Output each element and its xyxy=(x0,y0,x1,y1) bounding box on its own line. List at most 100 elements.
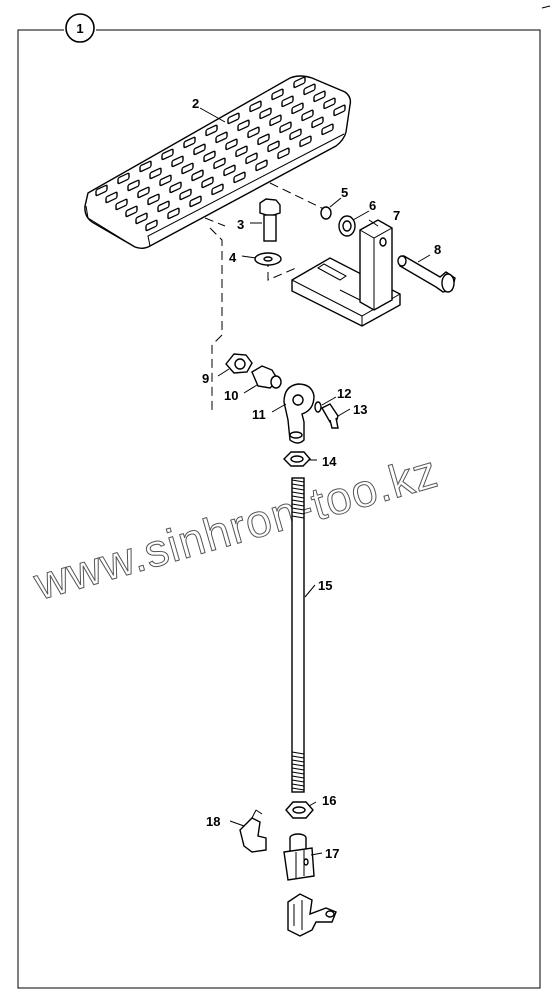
pedal-tread-block xyxy=(291,102,304,115)
pedal-tread-block xyxy=(259,107,272,120)
thread-line xyxy=(291,787,305,791)
pedal-tread-block xyxy=(181,162,194,175)
pedal-tread-block xyxy=(213,157,226,170)
diagram-frame xyxy=(17,29,541,989)
label-part-8: 8 xyxy=(434,242,441,257)
rod-thread-top xyxy=(291,479,305,519)
pivot-pin xyxy=(397,254,456,293)
pedal-tread-block xyxy=(293,76,306,89)
pedal-tread-block xyxy=(227,112,240,125)
pedal-tread-block xyxy=(127,179,140,192)
pedal-tread-block xyxy=(105,191,118,204)
mounting-bracket xyxy=(291,219,401,327)
pedal-tread-block xyxy=(301,109,314,122)
thread-line xyxy=(291,479,305,483)
label-part-17: 17 xyxy=(325,846,339,861)
label-part-4: 4 xyxy=(229,250,237,265)
leader-lines xyxy=(199,107,431,856)
pedal-tread-block xyxy=(193,143,206,156)
rod-thread-bottom xyxy=(291,751,305,791)
thread-line xyxy=(291,503,305,507)
label-part-16: 16 xyxy=(322,793,336,808)
pedal-tread-block xyxy=(205,124,218,137)
pedal-tread-block xyxy=(235,145,248,158)
label-part-6: 6 xyxy=(369,198,376,213)
pedal-tread-block xyxy=(183,136,196,149)
label-part-12: 12 xyxy=(337,386,351,401)
pedal-tread-block xyxy=(203,150,216,163)
thread-line xyxy=(291,507,305,511)
pedal-tread-block xyxy=(303,83,316,96)
thread-line xyxy=(291,779,305,783)
thread-line xyxy=(291,763,305,767)
label-part-15: 15 xyxy=(318,578,332,593)
retaining-clip xyxy=(239,809,267,853)
pedal-tread-block xyxy=(179,188,192,201)
label-part-7: 7 xyxy=(393,208,400,223)
pedal-tread-block xyxy=(299,135,312,148)
lock-ring xyxy=(320,206,332,220)
pedal-tread-block xyxy=(147,193,160,206)
hex-nut-rod-top xyxy=(283,451,311,467)
ball-joint xyxy=(283,383,315,444)
corner-mark xyxy=(541,5,551,9)
pedal-tread-block xyxy=(157,200,170,213)
pedal-plate xyxy=(84,75,352,249)
pedal-tread-block xyxy=(117,172,130,185)
pedal-tread-block xyxy=(139,160,152,173)
thread-line xyxy=(291,771,305,775)
label-part-11: 11 xyxy=(252,407,266,422)
pedal-tread-block xyxy=(211,183,224,196)
watermark: www.sinhron-too.kz xyxy=(27,445,443,610)
label-part-10: 10 xyxy=(224,388,238,403)
pedal-tread-block xyxy=(189,195,202,208)
hex-nut-lower xyxy=(285,801,314,819)
pedal-tread-block xyxy=(223,164,236,177)
pedal-tread-block xyxy=(271,88,284,101)
thread-line xyxy=(291,783,305,787)
pedal-tread-block xyxy=(201,176,214,189)
pedal-tread-block xyxy=(255,159,268,172)
linkage-end xyxy=(287,893,337,937)
threaded-rod xyxy=(291,477,305,793)
pedal-tread-block xyxy=(267,140,280,153)
pedal-tread-block xyxy=(277,147,290,160)
pedal-tread-block xyxy=(247,126,260,139)
thread-line xyxy=(291,483,305,487)
thread-line xyxy=(291,755,305,759)
pedal-tread-block xyxy=(149,167,162,180)
pedal-tread-block xyxy=(289,128,302,141)
pedal-tread-block xyxy=(167,207,180,220)
pedal-tread-block xyxy=(171,155,184,168)
pedal-tread-block xyxy=(145,219,158,232)
label-part-13: 13 xyxy=(353,402,367,417)
label-part-18: 18 xyxy=(206,814,220,829)
pedal-tread-block xyxy=(257,133,270,146)
pedal-tread-block xyxy=(115,198,128,211)
pedal-tread-block xyxy=(321,123,334,136)
pedal-tread-block xyxy=(225,138,238,151)
thread-line xyxy=(291,767,305,771)
cap-screw xyxy=(321,403,339,429)
thread-line xyxy=(291,775,305,779)
pedal-tread-block xyxy=(169,181,182,194)
label-part-3: 3 xyxy=(237,217,244,232)
pedal-tread-block xyxy=(279,121,292,134)
pedal-tread-block xyxy=(125,205,138,218)
washer xyxy=(254,252,282,266)
flat-washer xyxy=(338,215,356,237)
pedal-tread-block xyxy=(323,97,336,110)
pedal-tread-block xyxy=(249,100,262,113)
pedal-tread-block xyxy=(333,104,346,117)
pedal-tread-block xyxy=(159,174,172,187)
pedal-tread-block xyxy=(95,184,108,197)
pedal-tread-block xyxy=(245,152,258,165)
ball-stud xyxy=(251,365,282,389)
pedal-tread-block xyxy=(281,95,294,108)
thread-line xyxy=(291,499,305,503)
pedal-tread-block xyxy=(135,212,148,225)
label-part-9: 9 xyxy=(202,371,209,386)
figure-number: 1 xyxy=(76,21,83,36)
label-part-2: 2 xyxy=(192,96,199,111)
